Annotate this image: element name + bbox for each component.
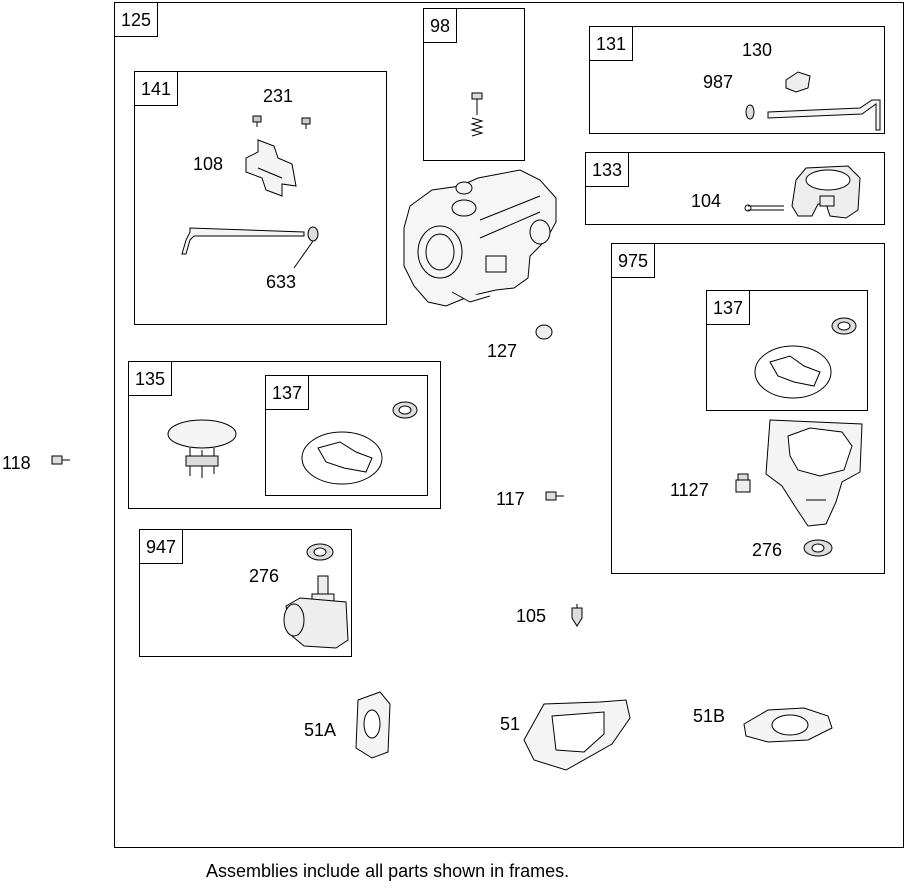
throttle-shaft-131-drawing: [767, 99, 881, 131]
frame-947: 947: [139, 529, 352, 657]
gasket-137-lower-drawing: [301, 431, 383, 485]
screw-1127-drawing: [735, 473, 751, 493]
solenoid-947-drawing: [283, 575, 349, 649]
label-276-solenoid: 276: [249, 566, 280, 586]
label-633: 633: [266, 272, 297, 292]
label-1127: 1127: [670, 480, 709, 500]
frame-133: 133: [585, 152, 885, 225]
label-118: 118: [2, 453, 31, 473]
frame-tag-137-lower: 137: [266, 376, 310, 410]
label-231: 231: [263, 86, 294, 106]
frame-141: 141: [134, 71, 387, 325]
nozzle-135-drawing: [167, 419, 237, 478]
frame-975: 975: [611, 243, 885, 574]
frame-98: 98: [423, 8, 525, 161]
frame-tag-125: 125: [115, 3, 159, 37]
pin-104-drawing: [744, 204, 784, 212]
gasket-137-upper-drawing: [754, 345, 832, 399]
label-987: 987: [703, 72, 734, 92]
carburetor-body-drawing: [403, 169, 557, 307]
label-51: 51: [500, 714, 521, 734]
plate-108-drawing: [245, 139, 297, 197]
screw-117-drawing: [545, 491, 564, 501]
frame-tag-133: 133: [586, 153, 630, 187]
plug-127-drawing: [535, 324, 553, 340]
screw-231-right-drawing: [301, 117, 311, 129]
caption: Assemblies include all parts shown in fr…: [206, 861, 570, 881]
frame-tag-131: 131: [590, 27, 634, 61]
label-276-bowl: 276: [752, 540, 783, 560]
frame-tag-141: 141: [135, 72, 179, 106]
needle-105-drawing: [571, 607, 583, 627]
screw-spring-98-drawing: [470, 92, 484, 137]
frame-tag-98: 98: [424, 9, 458, 43]
float-bowl-975-drawing: [765, 419, 863, 527]
label-108: 108: [193, 154, 224, 174]
label-51A: 51A: [304, 720, 337, 740]
label-130: 130: [742, 40, 773, 60]
plate-130-drawing: [785, 71, 811, 93]
label-104: 104: [691, 191, 722, 211]
screw-118-drawing: [51, 455, 70, 465]
washer-987-drawing: [745, 104, 755, 120]
frame-137-upper: 137: [706, 290, 868, 411]
label-105: 105: [516, 606, 547, 626]
frame-tag-947: 947: [140, 530, 184, 564]
rod-633-drawing: [181, 226, 319, 269]
label-117: 117: [496, 489, 525, 509]
label-127: 127: [487, 341, 518, 361]
frame-137-lower: 137: [265, 375, 428, 496]
frame-tag-975: 975: [612, 244, 656, 278]
screw-231-left-drawing: [252, 115, 262, 127]
label-51B: 51B: [693, 706, 726, 726]
frame-135: 135: [128, 361, 441, 509]
frame-tag-137-upper: 137: [707, 291, 751, 325]
frame-131: 131: [589, 26, 885, 134]
float-133-drawing: [791, 165, 861, 219]
frame-tag-135: 135: [129, 362, 173, 396]
